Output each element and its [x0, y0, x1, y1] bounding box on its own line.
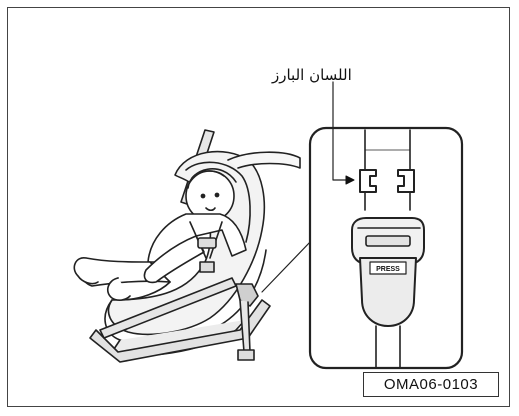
- figure-code-label: OMA06-0103: [363, 372, 499, 397]
- detail-pointer-line: [262, 240, 312, 292]
- press-button-text: PRESS: [376, 266, 400, 273]
- protruding-tongue-label: اللسان البارز: [272, 66, 422, 84]
